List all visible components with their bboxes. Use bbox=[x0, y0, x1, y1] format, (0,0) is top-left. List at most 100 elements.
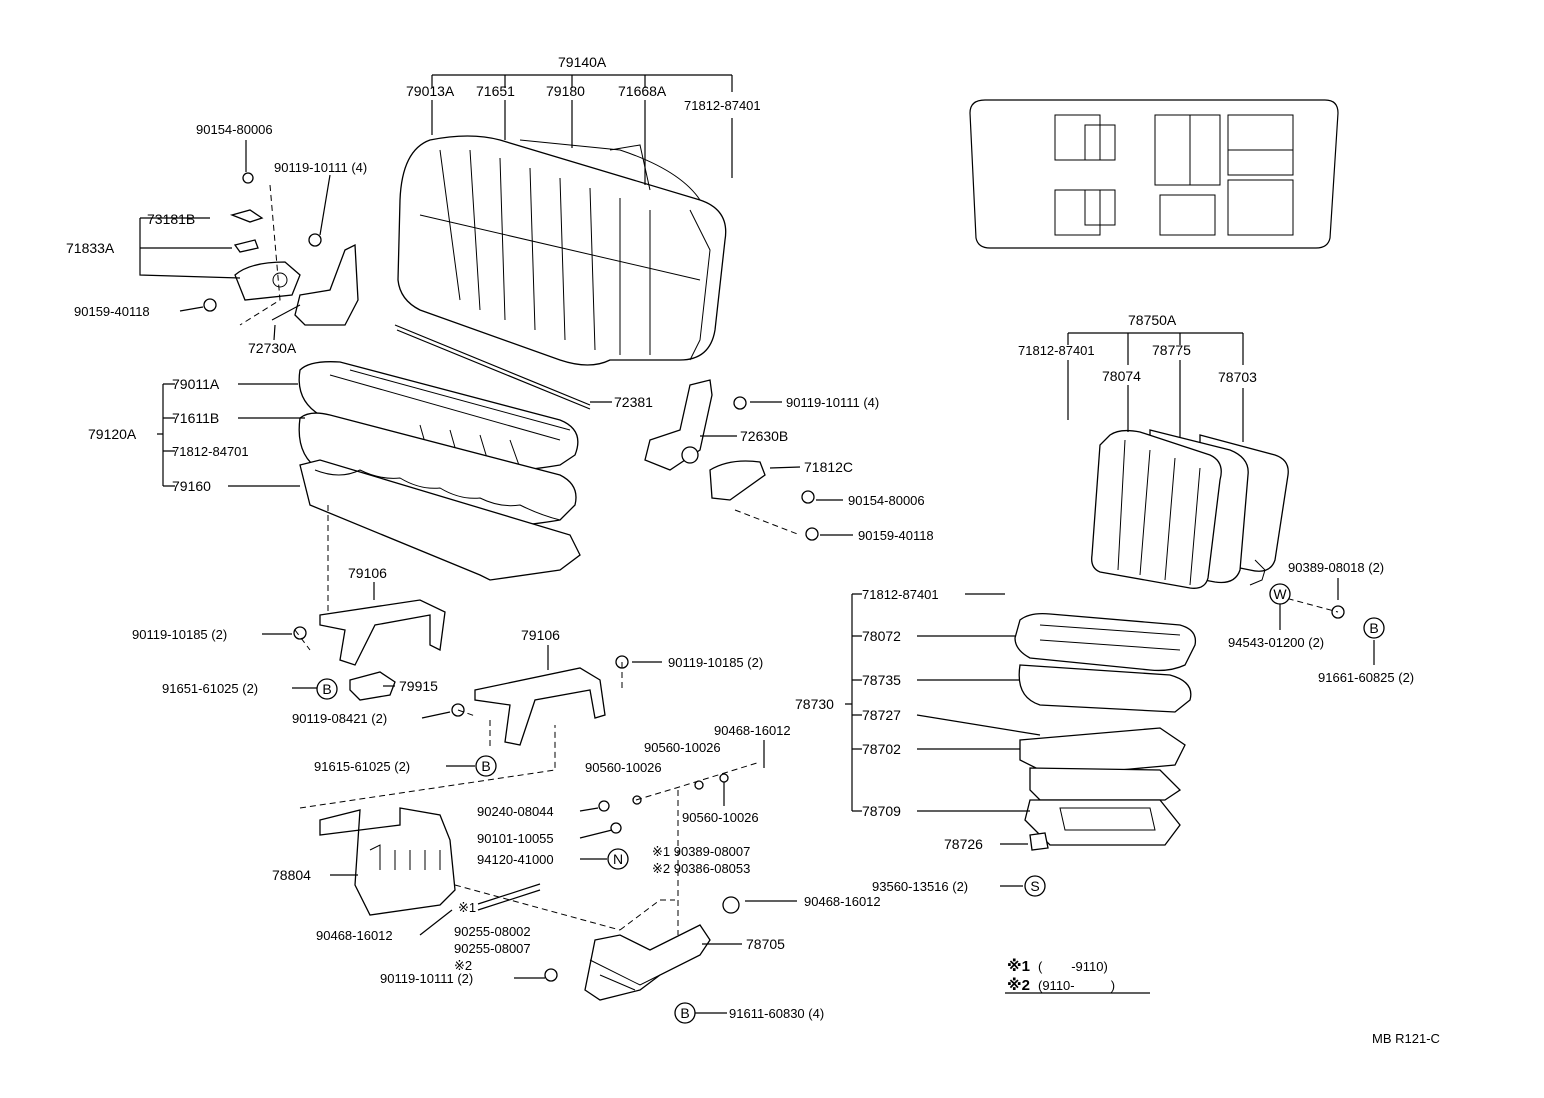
label-mid-clip-1: 90468-16012 bbox=[714, 723, 791, 738]
label-single-assembly: 78750A bbox=[1128, 312, 1177, 328]
rod-72381 bbox=[394, 324, 591, 410]
bracket-78804 bbox=[299, 725, 621, 931]
label-pad: 71651 bbox=[476, 83, 515, 99]
labels-middle: 90119-10111 (4) 72630B 71812C 90154-8000… bbox=[272, 395, 934, 1021]
seat-leg-left bbox=[319, 505, 446, 701]
label-hinge-assy: 71833A bbox=[66, 240, 115, 256]
label-cover: 79013A bbox=[406, 83, 455, 99]
circle-b-2 bbox=[475, 755, 497, 777]
label-cushion-clip: 71812-84701 bbox=[172, 444, 249, 459]
label-single-bolt-b: 91661-60825 (2) bbox=[1318, 670, 1414, 685]
label-single-cushion-sub: 78727 bbox=[862, 707, 901, 723]
label-mid-support: 78705 bbox=[746, 936, 785, 952]
label-single-cushion-base: 78709 bbox=[862, 803, 901, 819]
label-mid-bolt-e: 90119-10111 (2) bbox=[380, 971, 473, 986]
vehicle-layout-inset bbox=[969, 99, 1339, 249]
circle-b-1-label: B bbox=[322, 681, 331, 697]
label-mid-cushion-1: ※1 90389-08007 bbox=[652, 844, 750, 859]
label-leg-top: 79106 bbox=[348, 565, 387, 581]
label-assembly: 79140A bbox=[558, 54, 607, 70]
rear-seat-back bbox=[397, 135, 727, 366]
circle-s-label: S bbox=[1030, 878, 1039, 894]
label-single-cushion-assy: 78730 bbox=[795, 696, 834, 712]
label-frame: 79180 bbox=[546, 83, 585, 99]
label-mid-pin-mark-2: ※2 bbox=[454, 958, 472, 973]
label-single-frame: 78703 bbox=[1218, 369, 1257, 385]
note-2-mark: ※2 bbox=[1007, 976, 1030, 994]
label-single-cushion-pad: 78735 bbox=[862, 672, 901, 688]
label-spring: 71668A bbox=[618, 83, 667, 99]
label-single-stopper-s: 93560-13516 (2) bbox=[872, 879, 968, 894]
label-single-cushion-frame: 78702 bbox=[862, 741, 901, 757]
circle-b-3-label: B bbox=[680, 1005, 689, 1021]
seat-leg-right bbox=[474, 667, 606, 750]
label-hinge-cover: 73181B bbox=[147, 211, 195, 227]
footnote-legend: ※1 ( -9110) ※2 (9110- ) bbox=[1007, 957, 1115, 994]
circle-b-1 bbox=[316, 678, 338, 700]
hinge-71833a bbox=[229, 184, 301, 326]
label-mid-washer-2: 90560-10026 bbox=[585, 760, 662, 775]
label-mid-washer-3: 90560-10026 bbox=[682, 810, 759, 825]
label-mid-bolt-c: 90240-08044 bbox=[477, 804, 554, 819]
label-leg-stop: 79915 bbox=[399, 678, 438, 694]
label-mid-hinge: 72630B bbox=[740, 428, 788, 444]
label-cushion-pad: 71611B bbox=[172, 410, 219, 426]
label-single-clip: 71812-87401 bbox=[1018, 343, 1095, 358]
cover-71812c bbox=[709, 460, 801, 536]
label-mid-pin-1: 90255-08002 bbox=[454, 924, 531, 939]
label-single-cushion-cover: 78072 bbox=[862, 628, 901, 644]
circle-s bbox=[1024, 875, 1046, 897]
label-single-cushion-clip: 71812-87401 bbox=[862, 587, 939, 602]
label-mid-bolt-a: 90154-80006 bbox=[848, 493, 925, 508]
label-mid-washer-1: 90560-10026 bbox=[644, 740, 721, 755]
single-seat-back bbox=[1091, 429, 1289, 589]
label-leg-bolt: 90119-10185 (2) bbox=[132, 627, 227, 642]
circle-n bbox=[607, 848, 629, 870]
label-mid-bolt-b: 90159-40118 bbox=[858, 528, 934, 543]
label-mid-bolt-4: 90119-10111 (4) bbox=[786, 395, 879, 410]
circle-w-label: W bbox=[1273, 586, 1287, 602]
leader-lines bbox=[139, 74, 1375, 1014]
note-1-mark: ※1 bbox=[1007, 957, 1030, 975]
recliner-72730a bbox=[271, 243, 359, 326]
note-1-range: ( -9110) bbox=[1038, 959, 1108, 974]
label-leg2-bolt: 90119-10185 (2) bbox=[668, 655, 763, 670]
label-mid-cover: 71812C bbox=[804, 459, 853, 475]
label-mid-bracket: 78804 bbox=[272, 867, 311, 883]
label-mid-pin-mark-1: ※1 bbox=[458, 900, 476, 915]
label-mid-nut-n: 94120-41000 bbox=[477, 852, 554, 867]
label-leg2-bolt-small: 90119-08421 (2) bbox=[292, 711, 387, 726]
label-leg-b-left: 91651-61025 (2) bbox=[162, 681, 258, 696]
note-2-range: (9110- ) bbox=[1038, 978, 1115, 993]
label-bolt-4: 90119-10111 (4) bbox=[274, 160, 367, 175]
label-single-bolt-w: 90389-08018 (2) bbox=[1288, 560, 1384, 575]
label-mid-clip-2: 90468-16012 bbox=[804, 894, 881, 909]
support-78705 bbox=[584, 899, 711, 1001]
label-bolt-top: 90154-80006 bbox=[196, 122, 273, 137]
circle-n-label: N bbox=[613, 851, 623, 867]
circle-b-4-label: B bbox=[1369, 620, 1378, 636]
label-cushion-cover: 79011A bbox=[172, 376, 220, 392]
label-single-spring: 78775 bbox=[1152, 342, 1191, 358]
label-single-washer-w: 94543-01200 (2) bbox=[1228, 635, 1324, 650]
circle-b-4 bbox=[1363, 617, 1385, 639]
label-recliner: 72730A bbox=[248, 340, 297, 356]
circle-b-3 bbox=[674, 1002, 696, 1024]
label-single-pad: 78074 bbox=[1102, 368, 1141, 384]
label-bolt-side: 90159-40118 bbox=[74, 304, 150, 319]
label-cushion-assy: 79120A bbox=[88, 426, 137, 442]
circle-w bbox=[1269, 583, 1291, 605]
circle-markers: B B N B S W B bbox=[316, 583, 1385, 1024]
label-mid-pin-2: 90255-08007 bbox=[454, 941, 531, 956]
label-mid-clip-3: 90468-16012 bbox=[316, 928, 393, 943]
circle-b-2-label: B bbox=[481, 758, 490, 774]
label-mid-cushion-2: ※2 90386-08053 bbox=[652, 861, 750, 876]
label-leg2: 79106 bbox=[521, 627, 560, 643]
label-clip-top: 71812-87401 bbox=[684, 98, 761, 113]
label-leg2-b: 91615-61025 (2) bbox=[314, 759, 410, 774]
label-mid-bolt-d: 90101-10055 bbox=[477, 831, 554, 846]
pin bbox=[477, 883, 541, 911]
labels-single-seat: 78750A 71812-87401 78775 78074 78703 718… bbox=[795, 312, 1414, 894]
